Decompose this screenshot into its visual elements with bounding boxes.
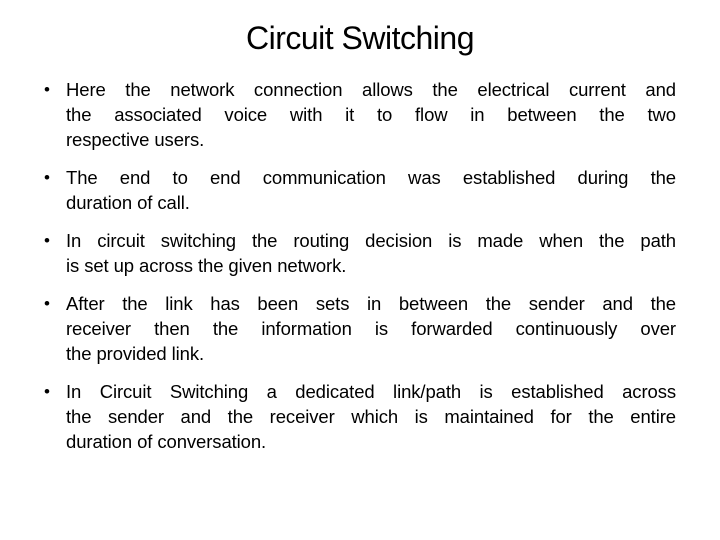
bullet-line: the sender and the receiver which is mai… bbox=[66, 406, 676, 427]
bullet-item: • The end to end communication was estab… bbox=[43, 165, 676, 215]
bullet-list: • Here the network connection allows the… bbox=[43, 77, 676, 467]
bullet-line: is set up across the given network. bbox=[66, 255, 347, 276]
bullet-line: respective users. bbox=[66, 129, 205, 150]
bullet-line: the provided link. bbox=[66, 343, 205, 364]
bullet-item: • In circuit switching the routing decis… bbox=[43, 228, 676, 278]
bullet-line: the associated voice with it to flow in … bbox=[66, 104, 676, 125]
bullet-item: • After the link has been sets in betwee… bbox=[43, 291, 676, 366]
bullet-icon: • bbox=[44, 294, 50, 313]
bullet-line: After the link has been sets in between … bbox=[66, 293, 676, 314]
bullet-item: • Here the network connection allows the… bbox=[43, 77, 676, 152]
bullet-line: receiver then the information is forward… bbox=[66, 318, 676, 339]
bullet-line: In circuit switching the routing decisio… bbox=[66, 230, 676, 251]
bullet-icon: • bbox=[44, 231, 50, 250]
bullet-line: Here the network connection allows the e… bbox=[66, 79, 676, 100]
bullet-line: In Circuit Switching a dedicated link/pa… bbox=[66, 381, 676, 402]
bullet-line: duration of call. bbox=[66, 192, 190, 213]
bullet-icon: • bbox=[44, 80, 50, 99]
bullet-line: duration of conversation. bbox=[66, 431, 267, 452]
bullet-line: The end to end communication was establi… bbox=[66, 167, 676, 188]
bullet-item: • In Circuit Switching a dedicated link/… bbox=[43, 379, 676, 454]
bullet-icon: • bbox=[44, 168, 50, 187]
bullet-icon: • bbox=[44, 382, 50, 401]
slide-title: Circuit Switching bbox=[245, 20, 475, 56]
